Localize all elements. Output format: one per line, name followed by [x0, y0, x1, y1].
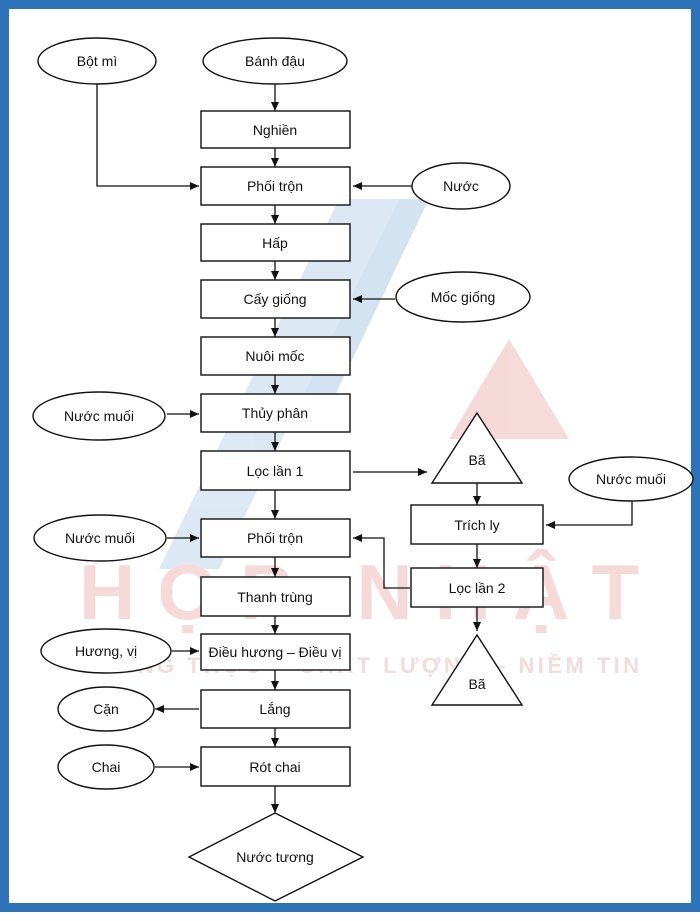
label-cay-giong: Cấy giống — [243, 291, 306, 307]
label-nghien: Nghiền — [253, 122, 297, 138]
step-box-loc-lan-2 — [410, 567, 544, 608]
label-bot-mi: Bột mì — [77, 53, 117, 69]
input-ellipse-nuoc-muoi-3 — [33, 514, 167, 562]
arrow — [96, 84, 199, 190]
label-rot-chai: Rót chai — [249, 759, 300, 775]
label-nuoi-moc: Nuôi mốc — [245, 348, 304, 364]
label-dieu-huong: Điều hương – Điều vị — [209, 644, 342, 660]
input-ellipse-nuoc-muoi-2 — [568, 456, 694, 502]
label-nuoc-muoi-1: Nước muối — [64, 408, 134, 424]
label-nuoc-muoi-3: Nước muối — [65, 530, 135, 546]
label-thuy-phan: Thủy phân — [242, 405, 308, 421]
label-loc-lan-1: Lọc lần 1 — [247, 463, 304, 479]
label-lang: Lắng — [259, 701, 290, 717]
input-ellipse-banh-dau — [202, 37, 348, 85]
input-ellipse-huong-vi — [40, 628, 172, 674]
step-box-lang — [200, 689, 351, 729]
step-box-trich-ly — [410, 504, 544, 545]
label-banh-dau: Bánh đậu — [245, 53, 305, 69]
label-huong-vi: Hương, vị — [75, 643, 137, 659]
step-box-thuy-phan — [200, 393, 351, 433]
input-ellipse-moc-giong — [395, 271, 531, 323]
input-ellipse-chai — [57, 744, 155, 790]
step-box-cay-giong — [200, 279, 351, 319]
input-ellipse-bot-mi — [37, 37, 157, 85]
label-phoi-tron-1: Phối trộn — [247, 178, 303, 194]
watermark-logo-triangle — [449, 339, 569, 439]
label-moc-giong: Mốc giống — [431, 289, 496, 305]
output-ellipse-can — [57, 686, 155, 732]
label-trich-ly: Trích ly — [454, 517, 499, 533]
label-ba-2: Bã — [468, 676, 485, 692]
watermark-brand: HỌP NHẬT — [79, 548, 639, 636]
waste-triangle-ba-2 — [430, 633, 524, 706]
label-hap: Hấp — [262, 235, 288, 251]
labels: Bột mì Bánh đậu Nghiền Phối trộn Nước Hấ… — [64, 53, 666, 865]
shapes — [32, 37, 694, 902]
label-nuoc-tuong: Nước tương — [236, 849, 314, 865]
flowchart: HỌP NHẬT HÀNG THỰC – CHẤT LƯỢNG – NIỀM T… — [32, 37, 694, 902]
connectors — [96, 84, 633, 813]
step-box-rot-chai — [200, 746, 351, 787]
step-box-nghien — [200, 110, 351, 149]
arrow — [353, 534, 410, 589]
arrow — [546, 497, 633, 529]
step-box-phoi-tron-1 — [200, 166, 351, 206]
label-phoi-tron-2: Phối trộn — [247, 530, 303, 546]
step-box-loc-lan-1 — [200, 450, 351, 491]
input-ellipse-nuoc-muoi-1 — [32, 391, 166, 441]
step-box-nuoi-moc — [200, 336, 351, 376]
label-ba-1: Bã — [468, 452, 485, 468]
step-box-hap — [200, 223, 351, 262]
label-chai: Chai — [92, 759, 121, 775]
step-box-thanh-trung — [200, 576, 351, 617]
watermark: HỌP NHẬT HÀNG THỰC – CHẤT LƯỢNG – NIỀM T… — [79, 199, 639, 678]
label-nuoc-muoi-2: Nước muối — [596, 471, 666, 487]
label-loc-lan-2: Lọc lần 2 — [449, 580, 506, 596]
step-box-dieu-huong — [200, 633, 351, 671]
watermark-slogan: HÀNG THỰC – CHẤT LƯỢNG – NIỀM TIN — [99, 653, 639, 678]
product-diamond-nuoc-tuong — [187, 812, 365, 902]
label-thanh-trung: Thanh trùng — [237, 589, 313, 605]
input-ellipse-nuoc — [411, 162, 511, 210]
waste-triangle-ba-1 — [430, 411, 524, 484]
step-box-phoi-tron-2 — [200, 518, 351, 558]
label-can: Cặn — [93, 701, 119, 717]
label-nuoc: Nước — [443, 178, 479, 194]
